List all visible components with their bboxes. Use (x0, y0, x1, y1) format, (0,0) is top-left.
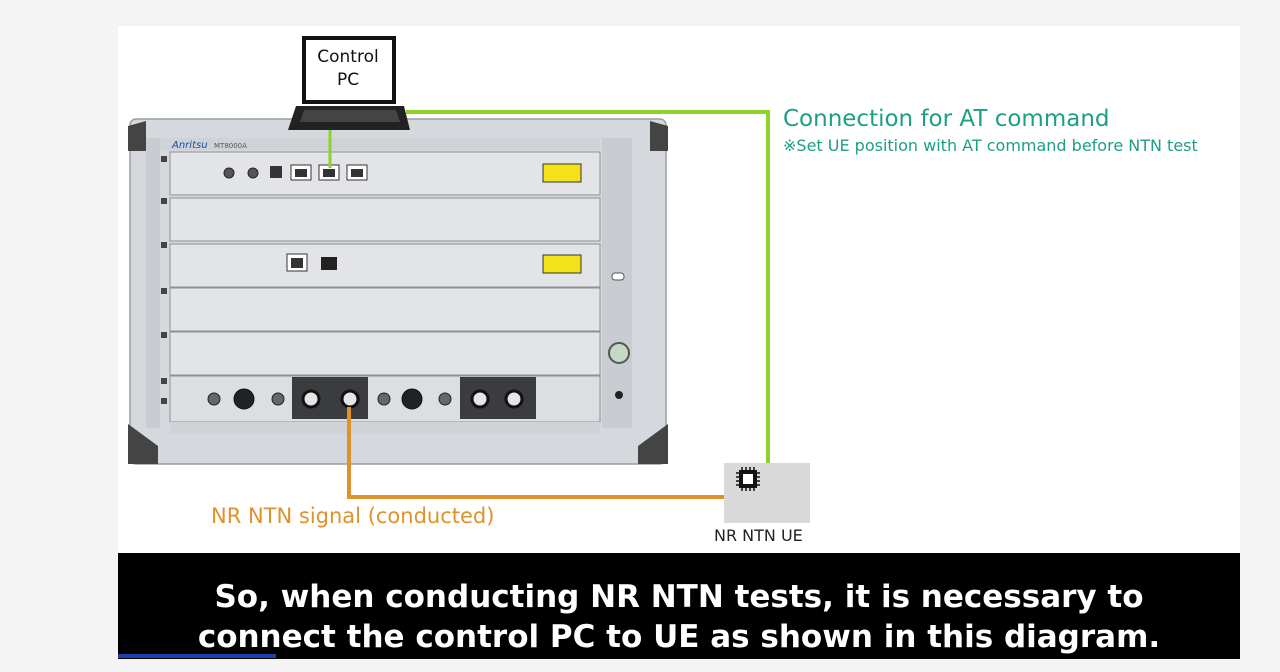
subtitle-line1: So, when conducting NR NTN tests, it is … (214, 579, 1144, 615)
at-connection-note: ※Set UE position with AT command before … (783, 136, 1198, 155)
video-progress-bar[interactable] (118, 654, 276, 658)
subtitle-bar: So, when conducting NR NTN tests, it is … (118, 553, 1240, 659)
instrument-chassis: Anritsu MT8000A (128, 118, 668, 465)
diagram-slide: Anritsu MT8000A (118, 26, 1240, 554)
ue-label: NR NTN UE (714, 526, 803, 545)
connection-diagram: Anritsu MT8000A (128, 36, 810, 523)
laptop-icon (288, 36, 410, 130)
at-command-line (406, 110, 770, 463)
control-pc-line1: Control (317, 47, 379, 67)
brand-logo: Anritsu (171, 140, 208, 151)
nr-signal-label: NR NTN signal (conducted) (211, 504, 495, 528)
chip-icon (736, 467, 760, 491)
subtitle-text: So, when conducting NR NTN tests, it is … (118, 577, 1240, 657)
control-pc-label: Control PC (307, 46, 389, 92)
rf-signal-line (347, 407, 724, 499)
svg-text:MT8000A: MT8000A (214, 142, 247, 150)
subtitle-line2: connect the control PC to UE as shown in… (197, 619, 1161, 655)
at-connection-title: Connection for AT command (783, 106, 1110, 132)
ue-device (724, 463, 810, 523)
control-pc-line2: PC (336, 70, 360, 90)
